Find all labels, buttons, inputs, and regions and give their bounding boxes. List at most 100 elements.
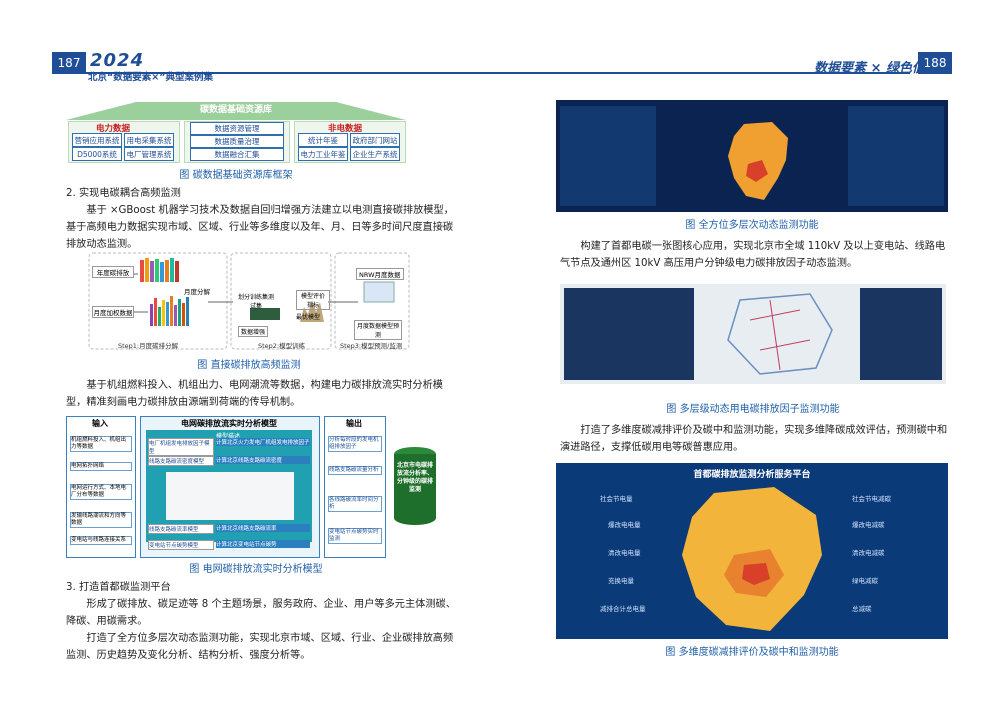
output-item: 变电站节点碳势实时监测	[328, 528, 382, 544]
carbon-flow-model-diagram: 输入 机组燃料投入、机组出力等数据 电网拓扑网络 电网运行方式、本地电厂分布等数…	[66, 416, 446, 558]
input-item: 发输线路潮流和方向等数据	[70, 512, 132, 528]
calc-item: 计算北京线路支路碳流密度	[216, 456, 310, 464]
output-item: 分析每时段的发电机组排放因子	[328, 436, 382, 452]
model-item: 线路支路碳流率模型	[148, 524, 214, 534]
monthly-data-box: 月度加权数据	[92, 306, 134, 318]
eval-box: 模型评价指标	[296, 290, 330, 310]
platform-right-item: 社会节电减碳	[852, 495, 891, 503]
center-item: 数据资源管理	[190, 122, 284, 135]
platform-right-item: 清改电减碳	[852, 549, 885, 557]
section2-para2: 基于机组燃料投入、机组出力、电网潮流等数据，构建电力碳排放流实时分析模型，精准刻…	[66, 380, 443, 408]
fig3-caption: 图 电网碳排放流实时分析模型	[189, 564, 323, 575]
input-item: 变电站与线路连接关系	[70, 536, 132, 545]
nonpower-data-label: 非电数据	[328, 124, 363, 134]
platform-left-item: 充换电量	[608, 577, 634, 585]
platform-left-item: 减排合计总电量	[600, 605, 646, 613]
input-label: 输入	[92, 419, 108, 428]
map-right-panel	[860, 288, 942, 380]
step1-label: Step1:月度碳排分解	[118, 342, 179, 350]
fig6-caption: 图 多维度碳减排评价及碳中和监测功能	[665, 647, 839, 658]
platform-right-item: 绿电减碳	[852, 577, 878, 585]
platform-left-item: 清改电电量	[608, 549, 641, 557]
output-item: 线路支路碳流量分析	[328, 466, 382, 475]
direct-emission-diagram: 年度碳排放 月度加权数据 月度分解 划分训练集测试集 数据增强 模型评价指标 最…	[88, 252, 410, 352]
roof-title: 碳数据基础资源库	[199, 105, 272, 115]
input-item: 机组燃料投入、机组出力等数据	[70, 436, 132, 452]
output-item: 各线路碳流率时间分析	[328, 496, 382, 512]
platform-left-item: 爆改电电量	[608, 521, 641, 529]
right-para1: 构建了首都电碳一张图核心应用，实现北京市全域 110kV 及以上变电站、线路电气…	[560, 241, 946, 269]
fig4-caption: 图 全方位多层次动态监测功能	[685, 220, 819, 231]
input-item: 电网拓扑网络	[70, 462, 132, 471]
model-title: 电网碳排放流实时分析模型	[181, 419, 277, 428]
augment-box: 数据增强	[238, 326, 269, 337]
section3-para1: 形成了碳排放、碳足迹等 8 个主题场景，服务政府、企业、用户等多元主体测碳、降碳…	[66, 599, 456, 627]
left-page: 187 2024 北京“数据要素×”典型案例集 碳数据基础资源库 电力数据 非电…	[52, 50, 500, 661]
output-panel	[324, 416, 386, 558]
model-formula-area	[166, 472, 294, 520]
beijing-map-icon	[728, 122, 788, 200]
power-item: 用电采集系统	[124, 133, 174, 147]
platform-right-item: 爆改电减碳	[852, 521, 885, 529]
dashboard-screenshot-1	[556, 100, 948, 212]
map-left-panel	[564, 288, 694, 380]
calc-item: 计算北京变电站节点碳势	[216, 540, 310, 548]
dashboard-right-panel	[848, 106, 944, 206]
nonpower-item: 企业生产系统	[350, 147, 400, 161]
nrw-box: NRW月度数据	[356, 268, 404, 280]
right-para2: 打造了多维度碳减排评价及碳中和监测功能，实现多维降碳成效评估，预测碳中和演进路径…	[560, 425, 948, 453]
logo-subtitle: 北京“数据要素×”典型案例集	[88, 72, 213, 83]
calc-item: 计算北京线路支路碳流率	[216, 524, 310, 532]
output-label: 输出	[346, 419, 362, 428]
header-rule	[52, 72, 500, 74]
platform-left-item: 社会节电量	[600, 495, 633, 503]
split-label: 月度分解	[184, 288, 210, 296]
roof-shape	[66, 102, 406, 120]
section2-title: 2. 实现电碳耦合高频监测	[66, 188, 181, 199]
fig2-caption: 图 直接碳排放高频监测	[197, 360, 301, 371]
nonpower-item: 政府部门网站	[350, 133, 400, 147]
left-page-number: 187	[52, 52, 86, 74]
power-item: 营销应用系统	[72, 133, 122, 147]
dashboard-left-panel	[560, 106, 656, 206]
section2-para: 基于 ×GBoost 机器学习技术及数据自回归增强方法建立以电测直接碳排放模型，…	[66, 205, 454, 250]
power-item: 电厂管理系统	[124, 147, 174, 161]
diagram-frames	[88, 252, 410, 350]
platform-title: 首都碳排放监测分析服务平台	[693, 470, 811, 480]
optimal-label: 最优模型	[296, 314, 321, 321]
power-data-label: 电力数据	[96, 124, 131, 134]
model-item: 线路支路碳流密度模型	[148, 456, 214, 466]
series-title: 数据要素 × 绿色低碳	[814, 61, 938, 76]
section3-title: 3. 打造首都碳监测平台	[66, 582, 171, 593]
section3-para2: 打造了全方位多层次动态监测功能，实现北京市域、区域、行业、企业碳排放高频监测、历…	[66, 633, 454, 661]
features-label: 划分训练集测试集	[238, 294, 275, 310]
logo-year: 2024	[90, 50, 145, 71]
annual-emission-box: 年度碳排放	[92, 266, 134, 278]
database-label: 北京市电碳排放流分析率、分钟级的碳排监测	[396, 462, 433, 493]
fig5-caption: 图 多层级动态用电碳排放因子监测功能	[666, 404, 840, 415]
power-item: D5000系统	[72, 147, 122, 161]
beijing-district-map-icon	[682, 487, 822, 631]
right-page: 数据要素 × 绿色低碳 188 图 全方位多层次动态监测功能 构建了首都电碳一张…	[500, 0, 1000, 708]
dashboard-screenshot-2	[560, 284, 946, 384]
carbon-resource-framework: 碳数据基础资源库 电力数据 非电数据 营销应用系统 用电采集系统 D5000系统…	[66, 100, 406, 163]
calc-item: 计算北京火力发电厂机组发电排放因子	[216, 438, 310, 446]
grid-map-icon	[727, 293, 833, 375]
model-item: 变电站节点碳势模型	[148, 540, 214, 550]
model-center-label: 模型描述	[216, 433, 241, 440]
step3-label: Step3:模型预测/监测	[340, 342, 403, 350]
nonpower-item: 电力工业年鉴	[298, 147, 348, 161]
nonpower-item: 统计年鉴	[298, 133, 348, 147]
database-icon	[394, 447, 436, 525]
center-item: 数据质量治理	[190, 135, 284, 148]
input-panel	[66, 416, 136, 558]
model-item: 电厂机组发电排放因子模型	[148, 438, 214, 456]
input-item: 电网运行方式、本地电厂分布等数据	[70, 484, 132, 500]
center-item: 数据融合汇集	[190, 148, 284, 161]
header-rule	[500, 72, 910, 74]
step2-label: Step2:模型训练	[258, 342, 306, 350]
platform-right-item: 总减碳	[852, 605, 872, 613]
dashboard-screenshot-3: 首都碳排放监测分析服务平台 社会节电量 爆改电电量 清改电电量 充换电量 减排合…	[556, 463, 948, 639]
predict-box: 月度数据模型预测	[354, 320, 402, 340]
fig1-caption: 图 碳数据基础资源库框架	[179, 170, 293, 181]
